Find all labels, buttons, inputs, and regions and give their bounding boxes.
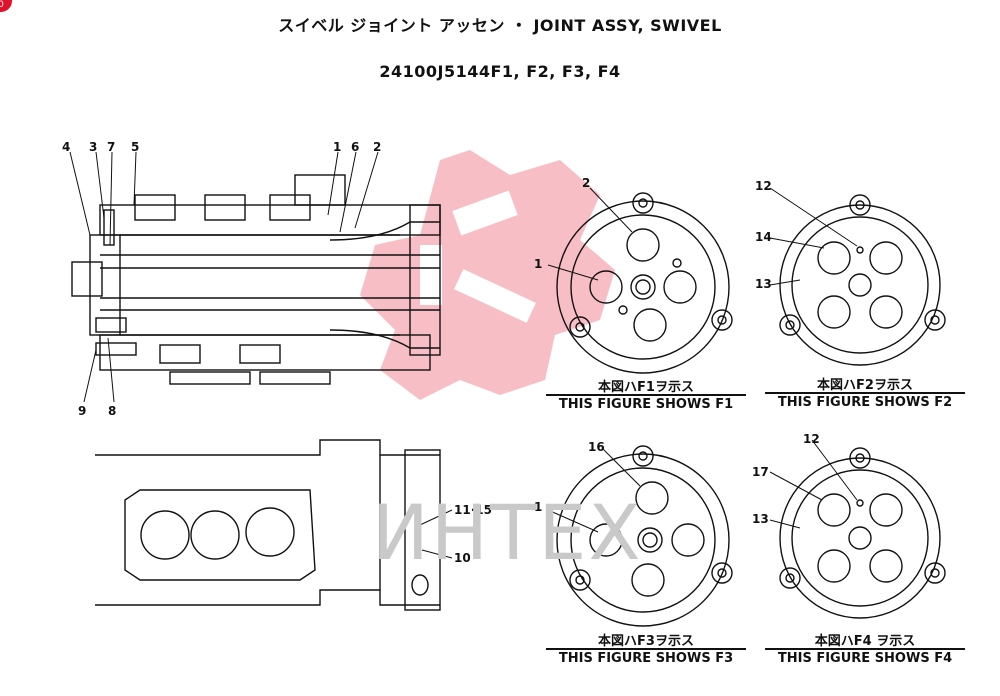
- callout-7: 7: [107, 140, 116, 154]
- callout-10: 10: [454, 551, 471, 565]
- caption-f4-jp: 本図ハF4 ヲ示ス: [814, 634, 916, 649]
- callout-f2-12: 12: [755, 179, 772, 193]
- caption-f3-en: THIS FIGURE SHOWS F3: [546, 648, 746, 666]
- callout-1: 1: [333, 140, 342, 154]
- caption-f3-jp: 本図ハF3ヲ示ス: [598, 634, 694, 649]
- callout-f3-1: 1: [534, 500, 543, 514]
- part-number: 24100J5144F1, F2, F3, F4: [379, 62, 621, 81]
- callout-f4-17: 17: [752, 465, 769, 479]
- page-title: スイベル ジョイント アッセン ・ JOINT ASSY, SWIVEL: [278, 16, 722, 35]
- caption-f1-jp: 本図ハF1ヲ示ス: [598, 380, 694, 395]
- side-view: [71, 174, 441, 385]
- callout-f4-13: 13: [752, 512, 769, 526]
- callout-f2-13: 13: [755, 277, 772, 291]
- housing-view: [95, 439, 441, 611]
- callout-f3-16: 16: [588, 440, 605, 454]
- callout-f2-14: 14: [755, 230, 772, 244]
- callout-3: 3: [89, 140, 98, 154]
- callout-2: 2: [373, 140, 382, 154]
- callout-f4-12: 12: [803, 432, 820, 446]
- leader-lines: [69, 151, 858, 559]
- flange-f2: [779, 194, 946, 366]
- caption-f2-en: THIS FIGURE SHOWS F2: [765, 392, 965, 410]
- callout-5: 5: [131, 140, 140, 154]
- callout-8: 8: [108, 404, 117, 418]
- flange-f4: [779, 447, 946, 619]
- flange-f1: [556, 192, 733, 374]
- callout-11-15: 11·15: [454, 503, 492, 517]
- callout-9: 9: [78, 404, 87, 418]
- watermark-text: ИНТЕХ: [372, 488, 643, 577]
- caption-f4-en: THIS FIGURE SHOWS F4: [765, 648, 965, 666]
- caption-f1-en: THIS FIGURE SHOWS F1: [546, 394, 746, 412]
- caption-f2-jp: 本図ハF2ヲ示ス: [817, 378, 913, 393]
- callout-4: 4: [62, 140, 71, 154]
- flange-f3: [556, 445, 733, 627]
- callout-6: 6: [351, 140, 360, 154]
- callout-f1-1: 1: [534, 257, 543, 271]
- callout-f1-2: 2: [582, 176, 591, 190]
